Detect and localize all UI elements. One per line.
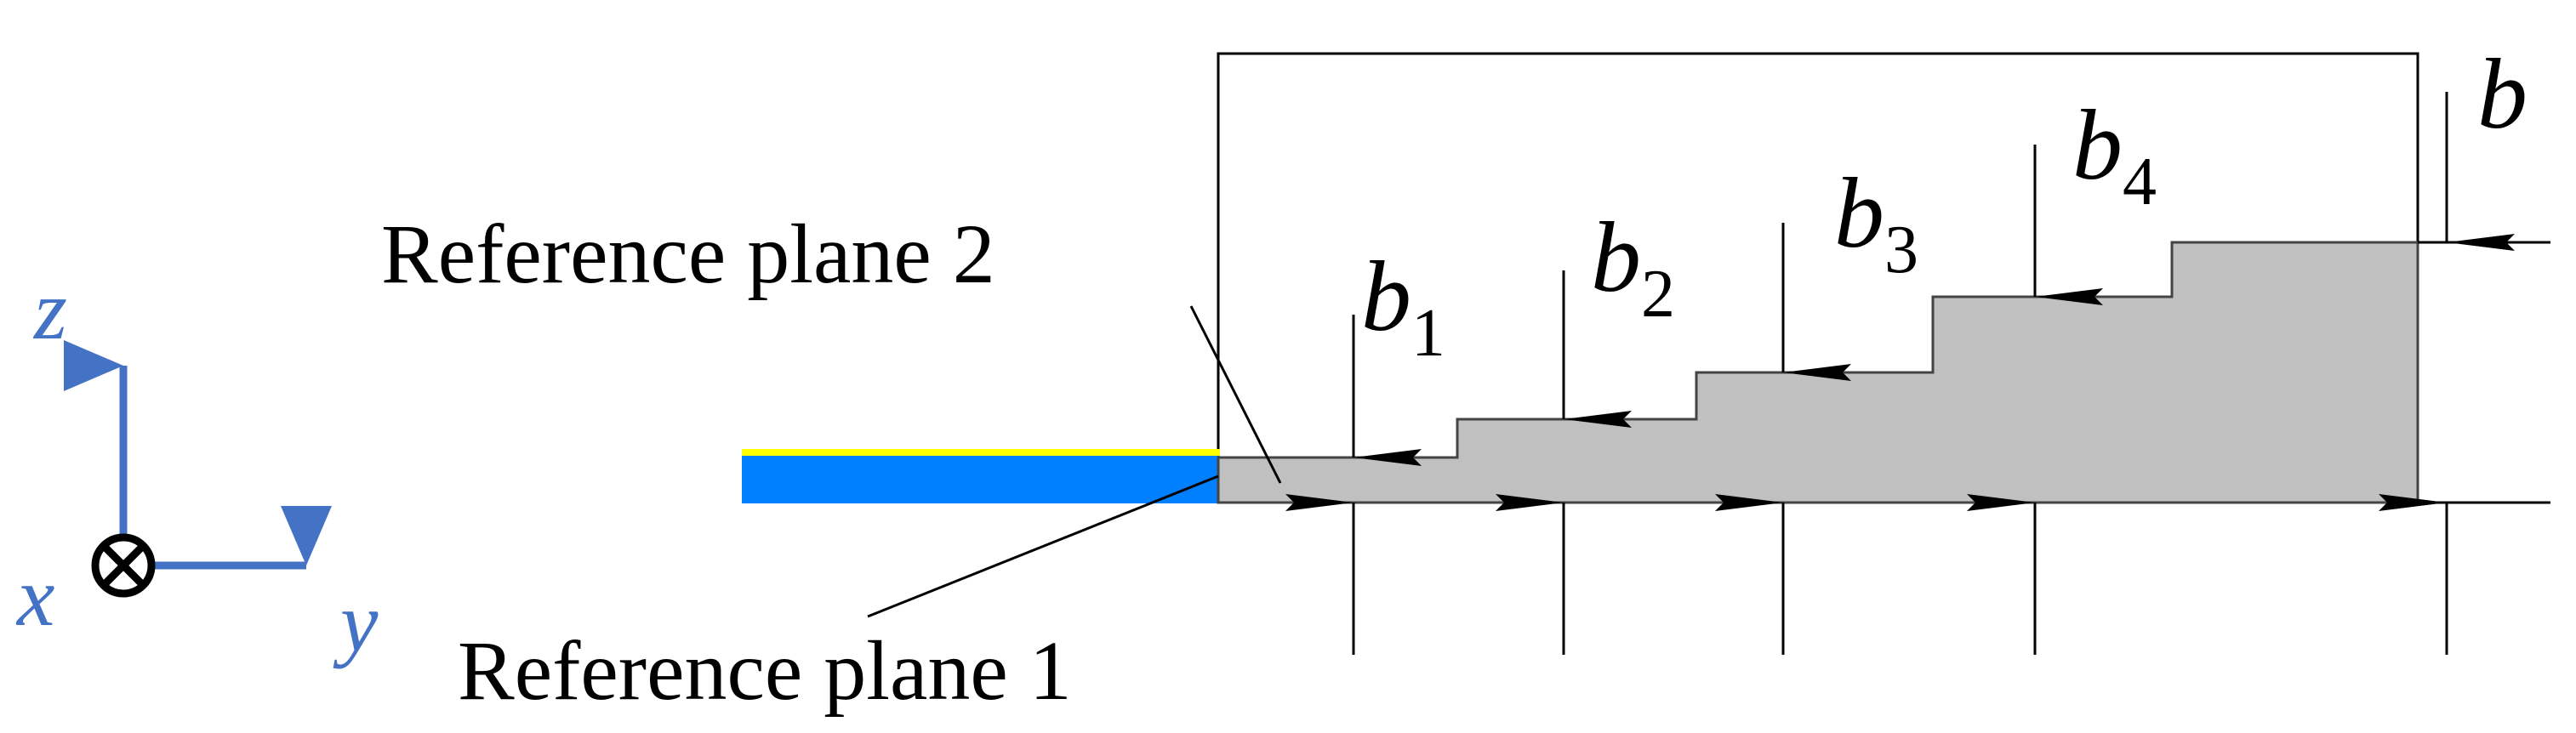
x-axis-into-page-icon [91,533,156,598]
reference-plane-2-label: Reference plane 2 [381,207,995,301]
dim-label-b4: b4 [2072,89,2157,219]
y-axis-label: y [333,575,379,669]
substrate-top-layer [742,449,1220,456]
leader-ref-plane-1 [867,474,1219,618]
dim-label-b: b [2477,38,2528,150]
dim-label-b1: b1 [1361,241,1445,371]
dim-label-b3: b3 [1834,157,1918,287]
leader-ref-plane-2 [1189,305,1282,484]
x-axis-label: x [15,549,54,644]
reference-plane-1-label: Reference plane 1 [458,623,1072,718]
substrate-layer [742,452,1220,503]
z-axis-label: z [32,263,67,357]
dim-label-b2: b2 [1591,202,1675,332]
